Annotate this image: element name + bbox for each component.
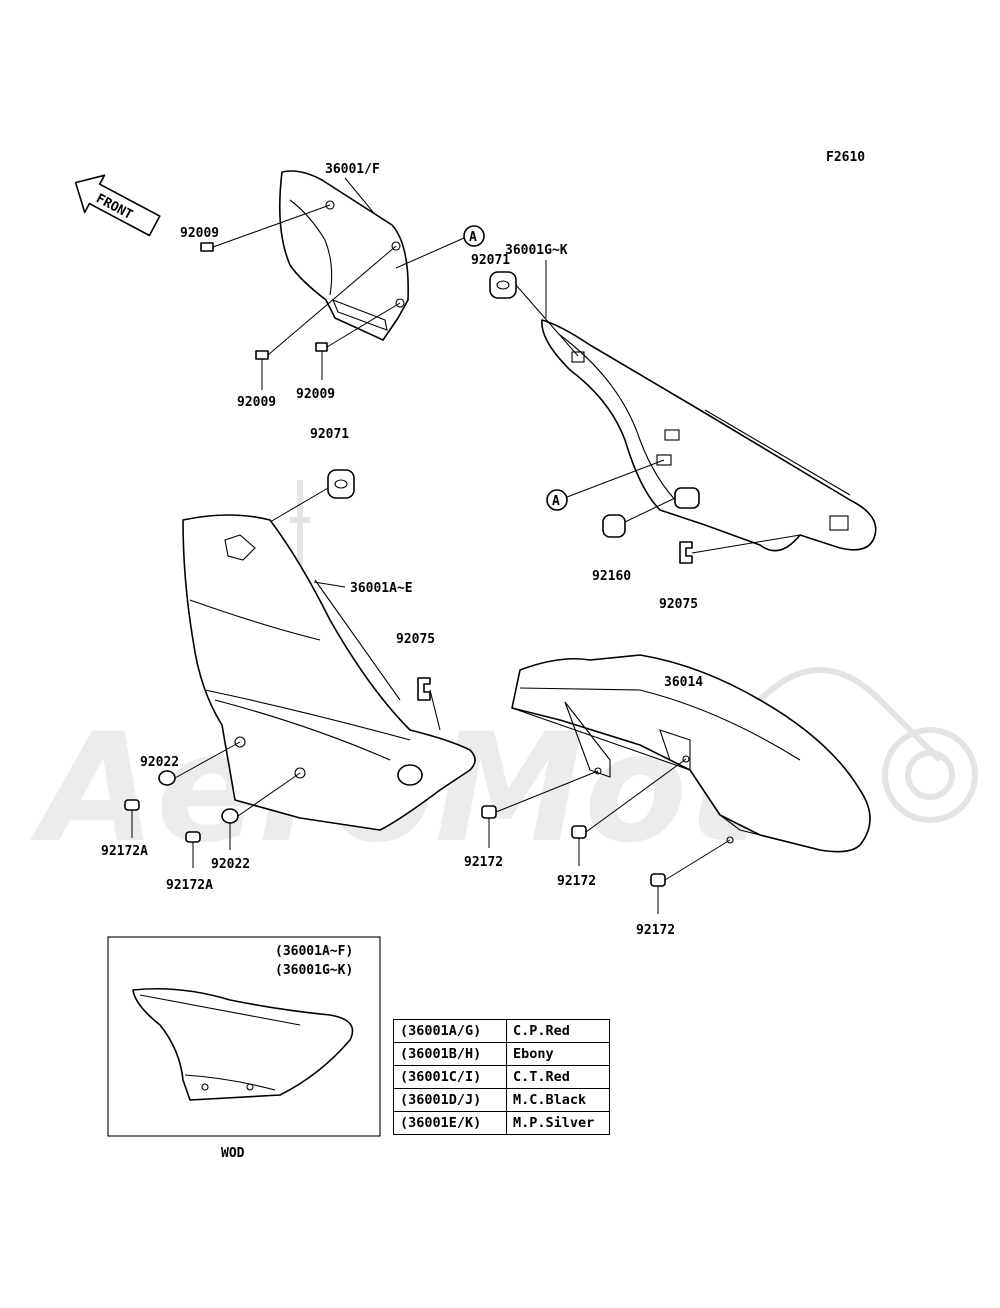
label-92071-right: 92071 [471,253,510,268]
label-92071-left: 92071 [310,427,349,442]
washer-92022-a [158,741,241,786]
inset-code-2: (36001G~K) [275,963,353,978]
inset-caption: WOD [221,1146,245,1161]
color-table: (36001A/G) C.P.Red (36001B/H) Ebony (360… [393,1019,610,1135]
label-92009-b: 92009 [237,395,276,410]
side-cover-left-upper [278,170,409,341]
screw-92172-b [571,758,687,866]
color-name: M.C.Black [506,1088,610,1112]
side-cover-left-lower [182,514,476,831]
clip-92075-left [417,677,441,731]
label-92009-c: 92009 [296,387,335,402]
grommet-92071-left [264,469,355,526]
label-36001-ae: 36001A~E [350,581,413,596]
label-36001-gk: 36001G~K [505,243,568,258]
grommet-92160 [602,497,676,538]
front-arrow-icon: FRONT [74,174,161,237]
callout-a-text-right: A [552,494,560,509]
screw-92009-a [200,204,331,252]
color-code: (36001C/I) [393,1065,507,1089]
side-cover-right [541,260,877,552]
chain-guard [511,654,871,853]
label-36001-f: 36001/F [325,162,380,177]
callout-a-text-upper: A [469,230,477,245]
screw-92172-c [650,839,731,914]
inset-box: (36001A~F) (36001G~K) [107,936,381,1137]
label-92172a-a: 92172A [101,844,148,859]
screw-92009-c [315,302,401,380]
screw-92009-b [255,245,397,390]
label-36014: 36014 [664,675,703,690]
callout-a-upper: A [395,225,485,269]
label-92160: 92160 [592,569,631,584]
table-row: (36001D/J) M.C.Black [393,1088,610,1112]
color-code: (36001D/J) [393,1088,507,1112]
label-92022-b: 92022 [211,857,250,872]
callout-a-right: A [546,459,665,511]
color-name: Ebony [506,1042,610,1066]
color-code: (36001E/K) [393,1111,507,1135]
grommet-92071-right [489,271,579,357]
color-code: (36001B/H) [393,1042,507,1066]
color-name: M.P.Silver [506,1111,610,1135]
label-92075-right: 92075 [659,597,698,612]
reference-code: F2610 [826,150,865,165]
screw-92172-a [481,770,599,848]
label-92172-a: 92172 [464,855,503,870]
color-name: C.P.Red [506,1019,610,1043]
label-92075-left: 92075 [396,632,435,647]
label-92172-b: 92172 [557,874,596,889]
inset-code-1: (36001A~F) [275,944,353,959]
table-row: (36001B/H) Ebony [393,1042,610,1066]
table-row: (36001C/I) C.T.Red [393,1065,610,1089]
color-name: C.T.Red [506,1065,610,1089]
clip-92075-right [679,534,801,564]
screw-92172a-a [124,799,140,838]
color-code: (36001A/G) [393,1019,507,1043]
label-92172a-b: 92172A [166,878,213,893]
table-row: (36001E/K) M.P.Silver [393,1111,610,1135]
label-92172-c: 92172 [636,923,675,938]
screw-92172a-b [185,831,201,868]
table-row: (36001A/G) C.P.Red [393,1019,610,1043]
washer-92022-b [221,772,301,850]
label-92022-a: 92022 [140,755,179,770]
label-92009-a: 92009 [180,226,219,241]
